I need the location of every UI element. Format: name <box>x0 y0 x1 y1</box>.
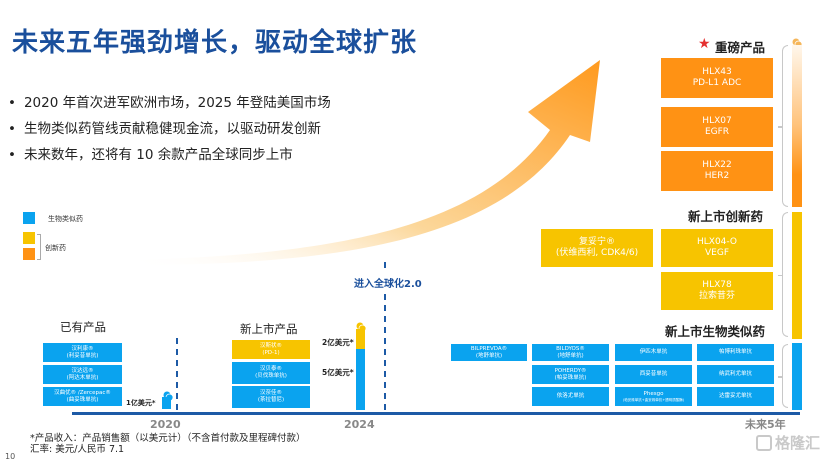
legend-bracket <box>37 234 41 260</box>
year-label-future: 未来5年 <box>745 418 786 431</box>
page-number: 10 <box>5 452 16 461</box>
product-box-hlx04o: HLX04-O VEGF <box>661 229 773 267</box>
bullet-item: 2020 年首次进军欧洲市场，2025 年登陆美国市场 <box>8 90 331 116</box>
product-box-futuoning: 复妥宁® (伏维西利, CDK4/6) <box>541 229 653 267</box>
product-box-hlx78: HLX78 拉索昔芬 <box>661 272 773 310</box>
timeline-axis <box>72 412 800 415</box>
product-box-hlx22: HLX22 HER2 <box>661 151 773 191</box>
product-box-hansizhuang: 汉斯状® (PD-1) <box>232 340 310 359</box>
revenue-bar-2024-innovative <box>356 329 365 349</box>
product-box-hannaijia: 汉奈佳® (茶拉替尼) <box>232 386 310 408</box>
product-box-pembrolizumab: 帕博利珠单抗 <box>697 344 774 361</box>
page-title: 未来五年强劲增长，驱动全球扩张 <box>12 28 418 58</box>
product-box-nivolumab: 纳武利尤单抗 <box>697 365 774 384</box>
growth-arrow-icon <box>130 60 600 265</box>
bullet-list: 2020 年首次进军欧洲市场，2025 年登陆美国市场 生物类似药管线贡献稳健现… <box>8 90 331 168</box>
new-biosimilar-brace <box>778 344 788 408</box>
newly-heading: 新上市产品 <box>240 322 298 336</box>
footnote: *产品收入：产品销售额（以美元计）（不含首付款及里程碑付款） 汇率: 美元/人民… <box>30 433 306 455</box>
watermark: 格隆汇 <box>756 432 820 453</box>
product-box-hanlikang: 汉利康® (利妥昔单抗) <box>43 343 122 362</box>
year-label-2024: 2024 <box>344 418 375 431</box>
revenue-2024-innovative: 2亿美元* <box>322 338 354 347</box>
product-box-hlx43: HLX43 PD-L1 ADC <box>661 58 773 98</box>
coin-icon <box>792 33 803 49</box>
product-box-evolocumab: 依洛尤单抗 <box>532 387 609 406</box>
flagship-brace <box>778 45 788 207</box>
new-innovative-heading: 新上市创新药 <box>688 209 764 224</box>
revenue-bar-2024-biosimilar <box>356 349 365 410</box>
legend-biosimilar-swatch <box>23 212 35 224</box>
bullet-item: 未来数年，还将有 10 余款产品全球同步上市 <box>8 142 331 168</box>
new-innovative-brace <box>778 212 788 337</box>
existing-heading: 已有产品 <box>60 320 106 334</box>
product-box-hanbeitai: 汉贝泰® (贝伐珠单抗) <box>232 362 310 384</box>
product-box-bildyos: BILDYOS® (地舒单抗) <box>532 344 609 361</box>
star-icon: ★ <box>698 36 711 52</box>
product-box-cetuximab: 西妥昔单抗 <box>615 365 692 384</box>
legend-biosimilar-label: 生物类似药 <box>48 215 83 223</box>
revenue-2024-biosimilar: 5亿美元* <box>322 368 354 377</box>
growth-bar-innovative-flagship <box>792 45 802 207</box>
new-biosimilar-heading: 新上市生物类似药 <box>665 324 766 339</box>
growth-bar-innovative <box>792 212 802 339</box>
divider-2020 <box>176 338 178 410</box>
product-box-ipilimumab: 伊匹木单抗 <box>615 344 692 361</box>
watermark-logo-icon <box>756 434 772 451</box>
product-box-hanquyou: 汉曲优® /Zercepac® (曲妥珠单抗) <box>43 387 122 406</box>
legend-innovative-orange-swatch <box>23 248 35 260</box>
bullet-item: 生物类似药管线贡献稳健现金流，以驱动研发创新 <box>8 116 331 142</box>
flagship-heading: 重磅产品 <box>715 40 766 55</box>
product-box-daratumumab: 达雷妥尤单抗 <box>697 387 774 406</box>
divider-2024-top <box>384 262 386 270</box>
legend-innovative-label: 创新药 <box>45 244 66 252</box>
product-box-hlx07: HLX07 EGFR <box>661 107 773 147</box>
product-box-bilprevda: BILPREVDA® (地舒单抗) <box>451 344 527 361</box>
legend-innovative-yellow-swatch <box>23 232 35 244</box>
year-label-2020: 2020 <box>150 418 181 431</box>
coin-icon <box>163 386 174 402</box>
revenue-bar-2020 <box>162 397 171 409</box>
product-box-poherdy: POHERDY® (帕妥珠单抗) <box>532 365 609 384</box>
product-box-handayuan: 汉达远® (阿达木单抗) <box>43 365 122 384</box>
growth-bar-biosimilar <box>792 343 802 410</box>
divider-2024 <box>384 294 386 410</box>
globalization-label: 进入全球化2.0 <box>354 279 422 290</box>
coin-icon <box>356 317 367 333</box>
revenue-2020: 1亿美元* <box>126 399 156 407</box>
product-box-phesgo: Phesgo (帕妥珠单抗+曲妥珠单抗+透明质酸酶) <box>615 387 692 406</box>
